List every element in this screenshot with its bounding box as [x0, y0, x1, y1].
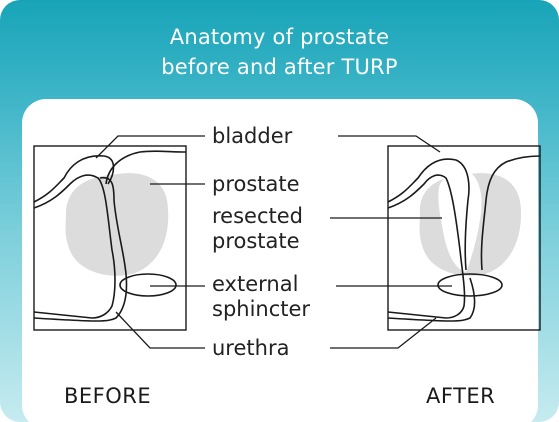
- label-resected-line1: resected: [212, 204, 303, 228]
- label-prostate: prostate: [212, 172, 300, 196]
- caption-after: AFTER: [426, 384, 495, 408]
- label-urethra: urethra: [212, 336, 289, 360]
- after-urethra-inner: [388, 278, 475, 321]
- label-sphincter-line1: external: [212, 272, 298, 296]
- leader-bladder-left: [96, 136, 205, 158]
- leader-urethra-right: [330, 318, 436, 348]
- leader-bladder-right: [338, 136, 440, 152]
- label-sphincter-line2: sphincter: [212, 297, 310, 321]
- label-resected-line2: prostate: [212, 229, 300, 253]
- label-bladder: bladder: [212, 124, 292, 148]
- before-sphincter: [120, 274, 176, 296]
- after-sphincter: [438, 274, 502, 296]
- caption-before: BEFORE: [64, 384, 151, 408]
